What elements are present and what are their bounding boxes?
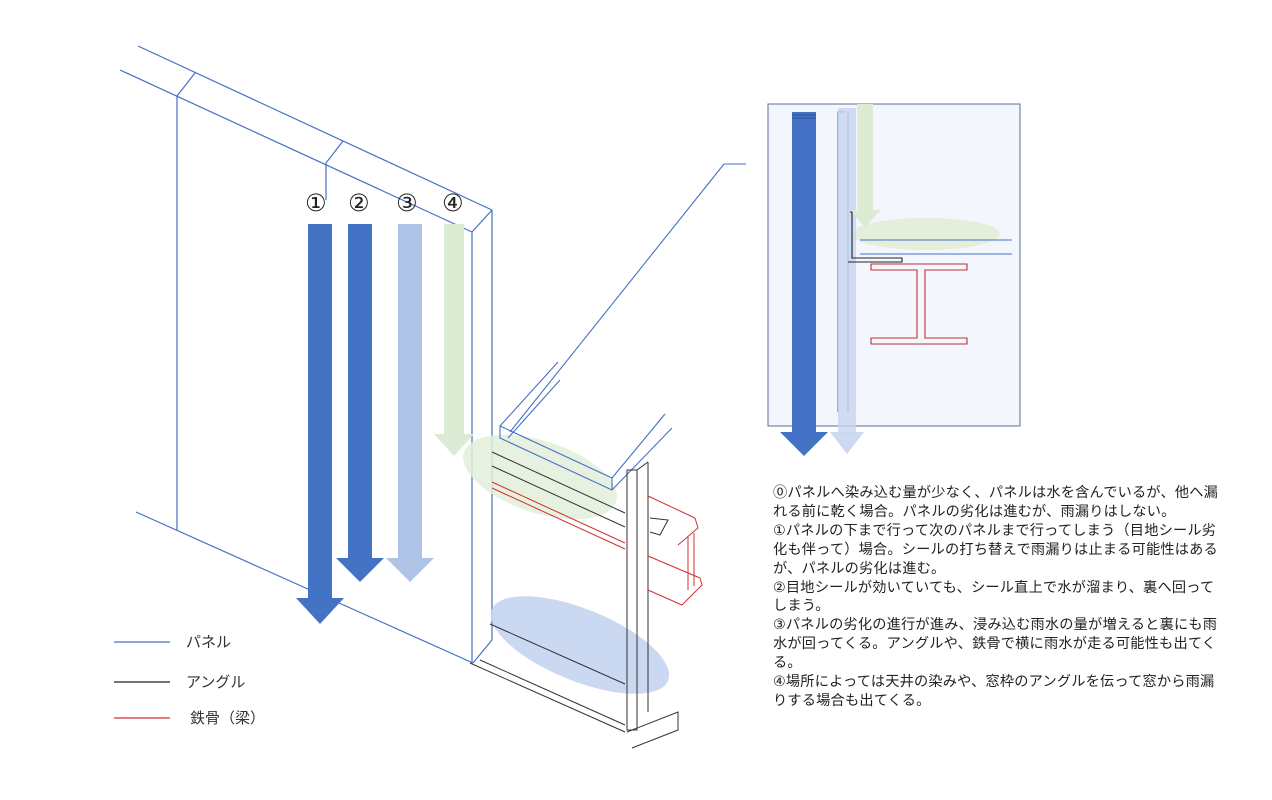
- legend: パネル アングル 鉄骨（梁）: [114, 633, 265, 727]
- legend-label-steel: 鉄骨（梁）: [190, 709, 265, 727]
- panel-top-back-edge: [137, 45, 493, 211]
- arrow-4: [434, 224, 474, 456]
- arrow-label-4: ④: [442, 189, 464, 217]
- arrow-labels: ① ② ③ ④: [305, 189, 464, 217]
- panel-bottom-edge: [135, 511, 474, 664]
- note-4: ④場所によっては天井の染みや、窓枠のアングルを伝って窓から雨漏りする場合も出てく…: [773, 674, 1215, 709]
- detail-h-beam: [870, 263, 968, 345]
- panel-top-front-edge: [119, 69, 473, 233]
- panel-corner-top: [471, 209, 493, 233]
- water-pool-upper: [463, 434, 617, 520]
- window-frame: [499, 163, 746, 491]
- flow-arrows: [296, 224, 474, 624]
- arrow-3: [386, 224, 434, 582]
- panel-bottom-corner: [472, 639, 493, 664]
- note-1: ①パネルの下まで行って次のパネルまで行ってしまう（目地シール劣化も伴って）場合。…: [773, 522, 1218, 577]
- arrow-label-1: ①: [305, 189, 327, 217]
- panel-wall: [119, 45, 493, 664]
- arrow-2: [336, 224, 384, 582]
- angle-members: [469, 451, 679, 749]
- panel-joint-top-1: [176, 72, 196, 97]
- panel-joint-top-2: [325, 140, 344, 164]
- legend-label-angle: アングル: [186, 673, 245, 691]
- steel-beam: [491, 481, 703, 606]
- arrow-1: [296, 224, 344, 624]
- detail-water-pool: [852, 218, 1000, 250]
- water-pool-lower: [490, 596, 670, 694]
- note-3: ③パネルの劣化の進行が進み、浸み込む雨水の量が増えると裏にも雨水が回ってくる。ア…: [773, 617, 1218, 672]
- arrow-label-2: ②: [348, 189, 370, 217]
- explanation-notes: ⓪パネルへ染み込む量が少なく、パネルは水を含んでいるが、他へ漏れる前に乾く場合。…: [773, 484, 1223, 711]
- arrow-label-3: ③: [396, 189, 418, 217]
- legend-label-panel: パネル: [186, 633, 231, 651]
- note-0: ⓪パネルへ染み込む量が少なく、パネルは水を含んでいるが、他へ漏れる前に乾く場合。…: [773, 485, 1219, 520]
- note-2: ②目地シールが効いていても、シール直上で水が溜まり、裏へ回ってしまう。: [773, 579, 1215, 615]
- detail-inset: [767, 103, 1021, 456]
- detail-leader-line: [509, 163, 725, 433]
